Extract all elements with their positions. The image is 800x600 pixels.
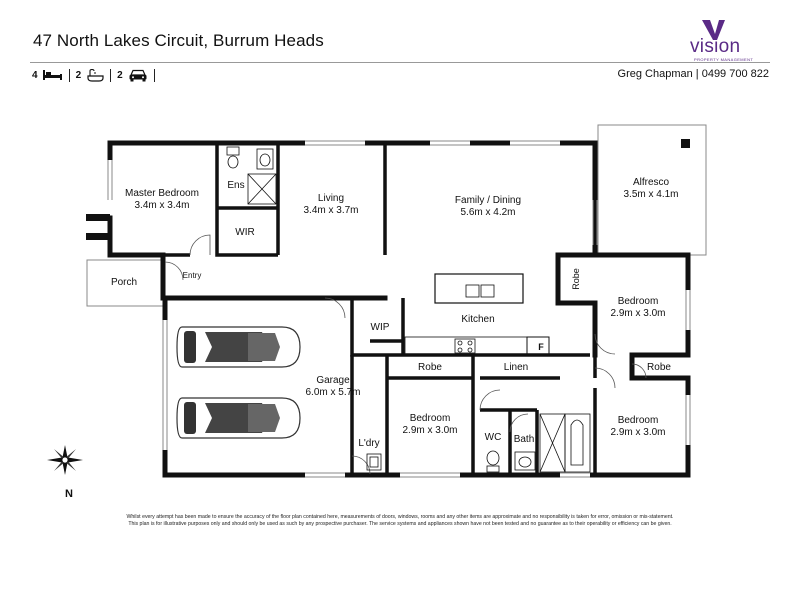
wc-label: WC — [485, 432, 502, 443]
alfresco-post — [681, 139, 690, 148]
car-top-view-icon — [176, 326, 301, 368]
window-openings — [107, 140, 691, 478]
garage-label: Garage — [316, 375, 350, 386]
north-compass-icon — [47, 445, 83, 475]
master-bedroom-label: Master Bedroom — [125, 188, 199, 199]
fridge-label: F — [538, 342, 544, 352]
vision-logo: vision PROPERTY MANAGEMENT — [688, 18, 760, 62]
bedrooms-feature: 4 — [32, 68, 70, 82]
bathrooms-count: 2 — [75, 69, 82, 81]
living-label: Living — [318, 193, 344, 204]
logo-v-mark-icon — [702, 20, 725, 40]
car-icon — [129, 69, 147, 81]
linen-label: Linen — [504, 362, 528, 373]
robe-label: Robe — [571, 268, 581, 290]
property-address: 47 North Lakes Circuit, Burrum Heads — [33, 31, 324, 50]
disclaimer-line: Whilst every attempt has been made to en… — [126, 514, 674, 520]
bedroom-se-size: 2.9m x 3.0m — [610, 427, 665, 438]
logo-tagline: PROPERTY MANAGEMENT — [694, 57, 754, 62]
property-features: 4 2 2 — [32, 68, 161, 82]
fridge-space — [526, 336, 550, 356]
car-top-view-icon — [176, 397, 301, 439]
bath-icon — [87, 68, 104, 82]
window-lines — [107, 140, 691, 478]
wir-label: WIR — [235, 227, 254, 238]
kitchen-label: Kitchen — [461, 314, 494, 325]
alfresco-size: 3.5m x 4.1m — [623, 189, 678, 200]
parking-count: 2 — [117, 69, 123, 81]
family-dining-label: Family / Dining — [455, 195, 521, 206]
ensuite-fixtures — [226, 146, 277, 205]
wip-label: WIP — [371, 322, 390, 333]
disclaimer-line: This plan is for illustrative purposes o… — [128, 521, 672, 527]
bedroom-se-label: Bedroom — [618, 415, 659, 426]
laundry-tub-icon — [366, 453, 382, 471]
agent-contact: Greg Chapman | 0499 700 822 — [617, 68, 769, 80]
ensuite-label: Ens — [227, 180, 244, 191]
family-dining-size: 5.6m x 4.2m — [460, 207, 515, 218]
bedrooms-count: 4 — [32, 69, 38, 81]
feature-separator — [153, 68, 155, 82]
bedroom-ne-label: Bedroom — [618, 296, 659, 307]
logo-wordmark: vision — [690, 36, 741, 57]
disclaimer: Whilst every attempt has been made to en… — [60, 514, 740, 528]
bedroom-mid-label: Bedroom — [410, 413, 451, 424]
master-bedroom-size: 3.4m x 3.4m — [134, 200, 189, 211]
bathrooms-feature: 2 — [75, 68, 112, 82]
header-divider — [30, 62, 770, 63]
cooktop-icon — [454, 338, 476, 354]
feature-separator — [110, 68, 112, 82]
living-size: 3.4m x 3.7m — [303, 205, 358, 216]
bath-label: Bath — [514, 434, 535, 445]
robe-label: Robe — [418, 362, 442, 373]
kitchen-bench — [404, 336, 528, 356]
robe-label: Robe — [647, 362, 671, 373]
alfresco-label: Alfresco — [633, 177, 670, 188]
bed-icon — [42, 70, 62, 80]
entry-label: Entry — [183, 271, 202, 280]
garage-size: 6.0m x 5.7m — [305, 387, 360, 398]
door-swings — [164, 234, 647, 475]
compass-label: N — [65, 488, 73, 500]
wall-stubs — [86, 214, 110, 240]
bedroom-ne-size: 2.9m x 3.0m — [610, 308, 665, 319]
feature-separator — [68, 68, 70, 82]
parking-feature: 2 — [117, 68, 155, 82]
bathroom-fixtures — [486, 413, 591, 473]
bedroom-mid-size: 2.9m x 3.0m — [402, 425, 457, 436]
laundry-label: L'dry — [358, 438, 379, 449]
kitchen-sink-icon — [465, 284, 495, 298]
porch-label: Porch — [111, 277, 137, 288]
